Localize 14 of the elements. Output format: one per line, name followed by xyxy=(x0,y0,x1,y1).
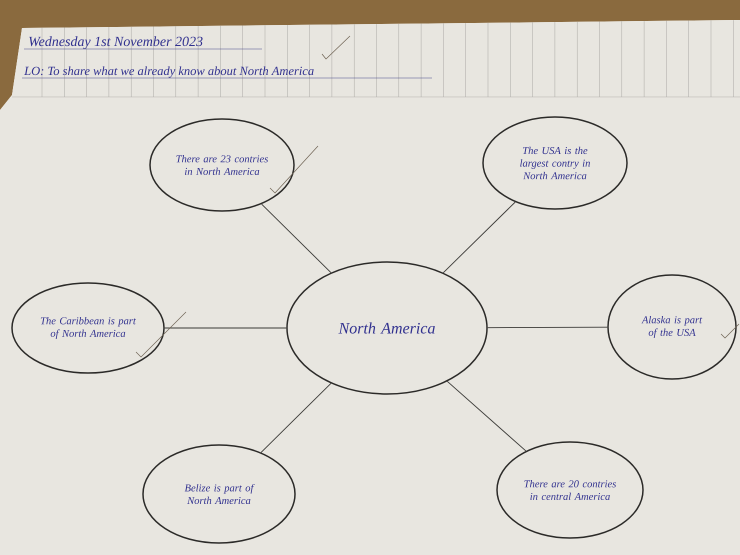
connector-line xyxy=(487,326,608,328)
connector-line xyxy=(260,383,332,453)
central-bubble: North America xyxy=(286,261,488,395)
objective-text: LO: To share what we already know about North America xyxy=(24,66,314,78)
idea-bubble: The USA is the largest contry in North America xyxy=(482,116,628,210)
heading: Wednesday 1st November 2023 xyxy=(29,36,203,50)
connector-line xyxy=(446,381,526,452)
idea-bubble: There are 20 contries in central America xyxy=(496,441,644,539)
idea-bubble: Belize is part of North America xyxy=(142,444,296,544)
idea-bubble: There are 23 contries in North America xyxy=(149,118,295,212)
idea-bubble: Alaska is part of the USA xyxy=(607,274,737,380)
connector-line xyxy=(442,202,516,274)
idea-bubble: The Caribbean is part of North America xyxy=(11,282,165,374)
connector-line xyxy=(261,204,332,274)
